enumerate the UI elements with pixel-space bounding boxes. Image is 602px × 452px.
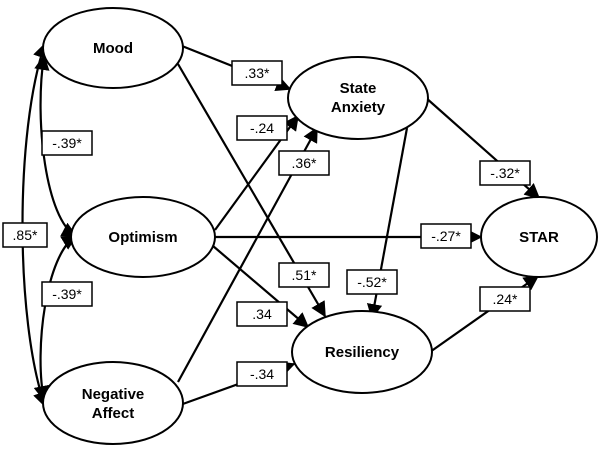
coef-negative-affect-state-anxiety: .36* xyxy=(292,155,317,171)
coef-optimism-star: -.27* xyxy=(431,228,461,244)
coef-state-anxiety-star: -.32* xyxy=(490,165,520,181)
node-negative-affect xyxy=(42,361,184,445)
coef-box-mood-negative-affect xyxy=(2,222,48,248)
coef-box-mood-state-anxiety xyxy=(231,60,283,86)
coef-optimism-resiliency: .34 xyxy=(252,306,272,322)
coef-optimism-negative-affect: -.39* xyxy=(52,286,82,302)
coef-box-negative-affect-state-anxiety xyxy=(278,150,330,176)
node-optimism xyxy=(70,196,216,278)
coef-optimism-state-anxiety: -.24 xyxy=(250,120,274,136)
coef-box-optimism-star xyxy=(420,223,472,249)
coef-resiliency-star: .24* xyxy=(493,291,518,307)
node-label-negative-affect-line2: Affect xyxy=(92,405,135,422)
node-label-state-anxiety-line2: Anxiety xyxy=(331,99,386,116)
edge-optimism-resiliency xyxy=(212,245,310,328)
node-label-mood: Mood xyxy=(93,40,133,57)
node-label-star: STAR xyxy=(519,229,559,246)
coef-box-optimism-negative-affect xyxy=(41,281,93,307)
node-label-resiliency: Resiliency xyxy=(325,344,400,361)
coef-negative-affect-resiliency: -.34 xyxy=(250,366,274,382)
coef-mood-optimism: -.39* xyxy=(52,135,82,151)
node-resiliency xyxy=(291,310,433,394)
node-mood xyxy=(42,7,184,89)
node-label-state-anxiety-line1: State xyxy=(340,80,377,97)
coef-mood-resiliency: .51* xyxy=(292,267,317,283)
node-label-optimism: Optimism xyxy=(108,229,177,246)
coef-mood-negative-affect: .85* xyxy=(13,227,38,243)
coef-mood-state-anxiety: .33* xyxy=(245,65,270,81)
coef-box-optimism-state-anxiety xyxy=(236,115,288,141)
coef-box-resiliency-star xyxy=(479,286,531,312)
coef-state-anxiety-resiliency: -.52* xyxy=(357,274,387,290)
coef-box-negative-affect-resiliency xyxy=(236,361,288,387)
coef-box-state-anxiety-star xyxy=(479,160,531,186)
node-star xyxy=(480,196,598,278)
node-label-negative-affect-line1: Negative xyxy=(82,386,145,403)
coef-box-mood-optimism xyxy=(41,130,93,156)
coef-box-state-anxiety-resiliency xyxy=(346,269,398,295)
coef-box-optimism-resiliency xyxy=(236,301,288,327)
coef-box-mood-resiliency xyxy=(278,262,330,288)
node-state-anxiety xyxy=(287,56,429,140)
